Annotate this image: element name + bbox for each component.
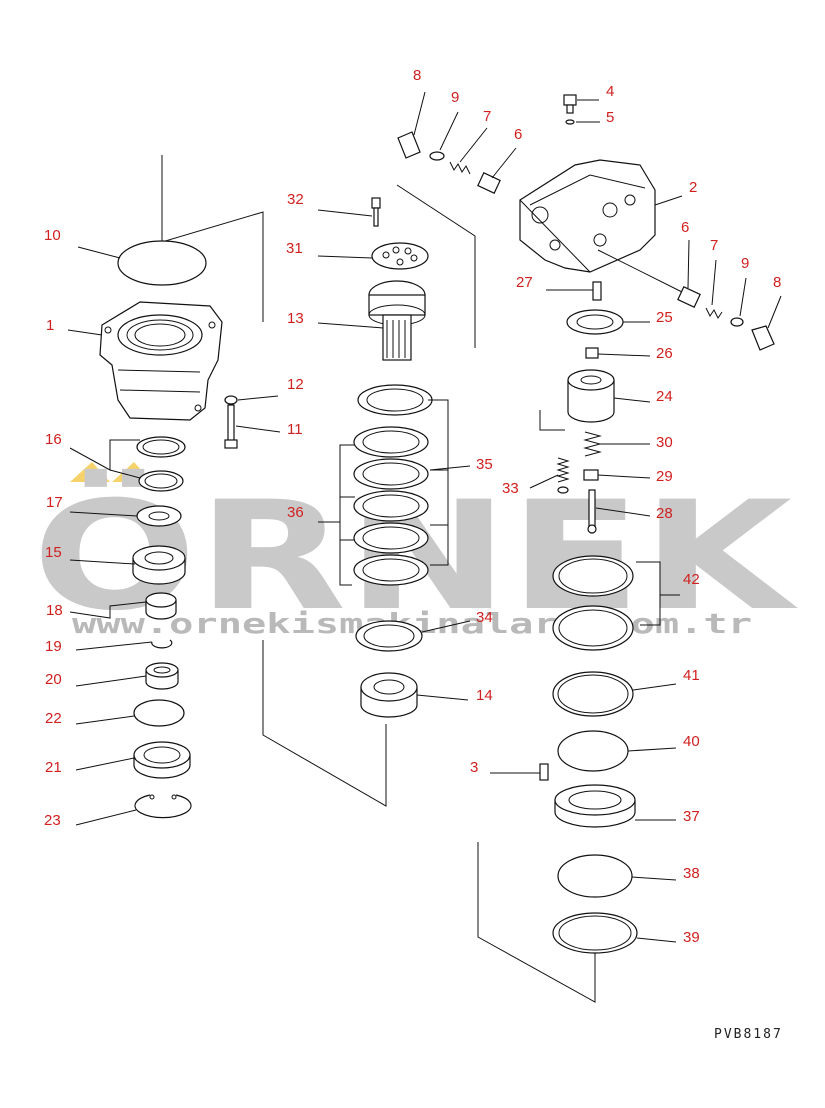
part-17-shim xyxy=(136,505,182,527)
part-6-spool-left xyxy=(477,172,501,194)
label-part-5: 5 xyxy=(606,109,614,126)
part-3-pin xyxy=(539,763,549,781)
label-part-36: 36 xyxy=(287,504,304,521)
part-labels: 10 1 12 11 16 17 15 18 19 20 22 21 23 32… xyxy=(44,67,781,946)
part-10-o-ring-large xyxy=(117,240,207,286)
part-13-shaft-gear xyxy=(368,280,426,361)
label-part-23: 23 xyxy=(44,812,61,829)
part-30-spring xyxy=(583,431,602,457)
watermark-accent-left xyxy=(70,462,110,482)
part-1-housing xyxy=(99,301,223,421)
label-part-24: 24 xyxy=(656,388,673,405)
label-part-7-left: 7 xyxy=(483,108,491,125)
part-40-disc xyxy=(557,730,629,772)
label-part-34: 34 xyxy=(476,609,493,626)
part-7-spring-right xyxy=(705,307,723,319)
label-part-12: 12 xyxy=(287,376,304,393)
label-part-28: 28 xyxy=(656,505,673,522)
part-24-piston xyxy=(567,369,615,423)
part-14-bearing xyxy=(360,672,418,718)
assembly-lines xyxy=(161,155,596,1003)
label-part-26: 26 xyxy=(656,345,673,362)
label-part-35: 35 xyxy=(476,456,493,473)
label-part-3: 3 xyxy=(470,759,478,776)
label-part-9-right: 9 xyxy=(741,255,749,272)
part-11-bolt xyxy=(224,404,238,449)
part-39-o-ring xyxy=(552,912,638,954)
part-7-spring-left xyxy=(449,161,471,175)
part-29-seat xyxy=(583,469,599,481)
label-part-6-right: 6 xyxy=(681,219,689,236)
part-27-pin xyxy=(592,281,602,301)
part-23-retaining-ring xyxy=(134,794,192,819)
part-32-bolt xyxy=(371,197,381,227)
label-part-31: 31 xyxy=(286,240,303,257)
label-part-33: 33 xyxy=(502,480,519,497)
leader-lines xyxy=(67,91,782,943)
part-9-o-ring-left xyxy=(429,151,445,161)
label-part-7-right: 7 xyxy=(710,237,718,254)
label-part-4: 4 xyxy=(606,83,614,100)
part-12-washer xyxy=(224,395,238,405)
label-part-32: 32 xyxy=(287,191,304,208)
drawing-code: PVB8187 xyxy=(714,1027,783,1042)
label-part-25: 25 xyxy=(656,309,673,326)
part-19-snap-ring xyxy=(151,639,173,649)
part-15-bearing xyxy=(132,545,186,585)
label-part-42: 42 xyxy=(683,571,700,588)
part-4-plug xyxy=(563,94,577,114)
part-37-cover xyxy=(554,784,636,828)
part-20-bushing xyxy=(145,662,179,690)
label-part-41: 41 xyxy=(683,667,700,684)
label-part-11: 11 xyxy=(287,421,303,438)
label-part-1: 1 xyxy=(46,317,54,334)
part-21-seal xyxy=(133,741,191,779)
label-part-27: 27 xyxy=(516,274,533,291)
part-2-valve-block xyxy=(519,159,656,273)
label-part-6-left: 6 xyxy=(514,126,522,143)
label-part-30: 30 xyxy=(656,434,673,451)
part-22-disc xyxy=(133,699,185,727)
label-part-15: 15 xyxy=(45,544,62,561)
label-part-16: 16 xyxy=(45,431,62,448)
part-8-plug-left xyxy=(397,131,421,159)
part-28-pin xyxy=(587,489,597,534)
label-part-21: 21 xyxy=(45,759,62,776)
part-42-seal-rings xyxy=(552,555,661,651)
label-part-2: 2 xyxy=(689,179,697,196)
bracket-35-36 xyxy=(339,399,449,586)
label-part-18: 18 xyxy=(46,602,63,619)
label-part-40: 40 xyxy=(683,733,700,750)
label-part-22: 22 xyxy=(45,710,62,727)
part-16-ring-pair xyxy=(136,436,186,492)
part-26-bushing xyxy=(585,347,599,359)
label-part-17: 17 xyxy=(46,494,63,511)
part-5-o-ring xyxy=(565,119,575,125)
label-part-8-right: 8 xyxy=(773,274,781,291)
part-8-plug-right xyxy=(751,325,775,351)
label-part-13: 13 xyxy=(287,310,304,327)
part-6-spool-right xyxy=(677,286,701,308)
label-part-37: 37 xyxy=(683,808,700,825)
part-18-collar xyxy=(145,592,177,620)
label-part-29: 29 xyxy=(656,468,673,485)
part-35-friction-plates xyxy=(353,384,433,586)
label-part-14: 14 xyxy=(476,687,493,704)
part-41-o-ring xyxy=(552,671,634,717)
label-part-19: 19 xyxy=(45,638,62,655)
part-38-disc xyxy=(557,854,633,898)
label-part-39: 39 xyxy=(683,929,700,946)
label-part-38: 38 xyxy=(683,865,700,882)
label-part-8-left: 8 xyxy=(413,67,421,84)
part-33-spring xyxy=(556,457,570,494)
part-25-cylinder-plate xyxy=(566,309,624,335)
part-31-retainer-plate xyxy=(371,242,429,270)
label-part-20: 20 xyxy=(45,671,62,688)
label-part-10: 10 xyxy=(44,227,61,244)
label-part-9-left: 9 xyxy=(451,89,459,106)
part-9-o-ring-right xyxy=(730,317,744,327)
part-34-plate xyxy=(355,620,423,652)
